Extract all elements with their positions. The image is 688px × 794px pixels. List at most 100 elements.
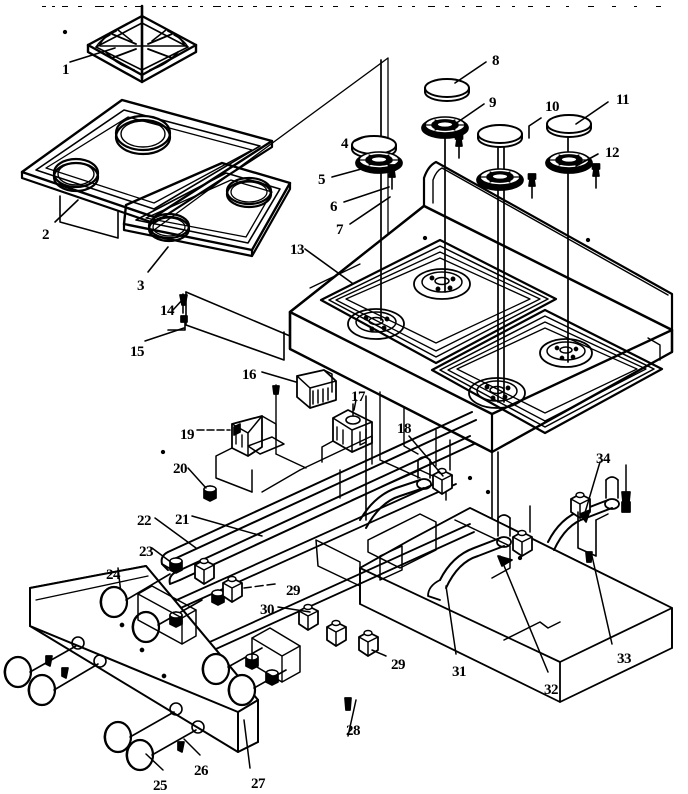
part-control-knob (3, 655, 33, 689)
leader-31 (445, 585, 457, 655)
leader-6 (343, 186, 390, 203)
callout-30: 30 (260, 602, 275, 618)
leader-32 (499, 555, 549, 673)
callout-23: 23 (139, 544, 154, 560)
callout-1: 1 (62, 62, 70, 78)
leader-33 (591, 555, 613, 645)
cropped-title-fragment (0, 0, 688, 7)
part-valve-coupling-nut (169, 557, 183, 574)
leader-29 (371, 649, 387, 657)
cooktop-burner-port (413, 268, 471, 300)
leader-16 (261, 371, 297, 383)
screw-14 (179, 294, 188, 306)
callout-21: 21 (175, 512, 190, 528)
part-burner-tube-connector (222, 575, 243, 603)
part-valve-nut (265, 669, 279, 686)
callout-19: 19 (180, 427, 195, 443)
callout-16: 16 (242, 367, 257, 383)
leader-29b (243, 583, 276, 589)
part-burner-head-center (476, 168, 524, 191)
leader-7 (349, 196, 391, 225)
projection-line-a (149, 57, 389, 234)
callout-17: 17 (351, 389, 366, 405)
cooktop-burner-port (468, 377, 526, 409)
leader-2 (54, 199, 79, 223)
callout-9: 9 (489, 95, 497, 111)
leader-9 (454, 103, 485, 125)
callout-20: 20 (173, 461, 188, 477)
part-tube-clamp (298, 603, 319, 631)
leader-28 (347, 699, 357, 737)
callout-31: 31 (452, 664, 467, 680)
callout-13: 13 (290, 242, 305, 258)
callout-18: 18 (397, 421, 412, 437)
leader-30 (277, 606, 311, 613)
callout-11: 11 (616, 92, 630, 108)
part-control-valve (131, 610, 161, 644)
leader-17 (353, 399, 357, 411)
part-burner-cap-large (424, 78, 470, 102)
leader-18 (408, 435, 444, 477)
part-control-valve (227, 673, 257, 707)
leader-26 (183, 738, 201, 756)
leader-1 (69, 47, 116, 63)
callout-26: 26 (194, 763, 209, 779)
part-bracket-screw-right (621, 464, 631, 513)
cooktop-burner-port (347, 308, 405, 340)
part-control-knob (103, 720, 133, 754)
callout-32: 32 (544, 682, 559, 698)
part-control-valve (201, 652, 231, 686)
leader-21 (191, 515, 263, 537)
leader-22 (154, 517, 197, 549)
leader-3 (147, 246, 169, 273)
callout-29: 29 (391, 657, 406, 673)
part-burner-tube-connector (358, 629, 379, 657)
callout-25: 25 (153, 778, 168, 794)
leader-27 (243, 719, 251, 769)
part-tube-bracket (432, 467, 453, 495)
leader-15 (144, 327, 185, 342)
part-burner-pan-right-front (122, 161, 292, 258)
callout-14: 14 (160, 303, 175, 319)
part-mounting-bracket-right (577, 511, 609, 563)
callout-3: 3 (137, 278, 145, 294)
part-cooktop-main-top (288, 160, 674, 454)
leader-25 (145, 753, 164, 771)
callout-6: 6 (330, 199, 338, 215)
callout-10: 10 (545, 99, 560, 115)
leader-8 (454, 61, 487, 84)
part-burner-feed-tube-lower (149, 475, 475, 669)
part-ignitor-switch-block (296, 369, 337, 409)
callout-7: 7 (336, 222, 344, 238)
leader-13 (304, 248, 353, 284)
part-control-valve (99, 585, 129, 619)
part-top-retaining-bracket (167, 291, 291, 361)
cooktop-burner-port (539, 338, 593, 368)
callout-5: 5 (318, 172, 326, 188)
leader-20 (187, 467, 207, 489)
callout-27: 27 (251, 776, 266, 792)
leader-4 (354, 136, 365, 142)
leader-10 (528, 117, 542, 139)
callout-2: 2 (42, 227, 50, 243)
leader-5 (331, 167, 366, 178)
part-spark-module-valve (321, 403, 373, 463)
part-burner-cap-center (477, 124, 523, 148)
callout-12: 12 (605, 145, 620, 161)
callout-22: 22 (137, 513, 152, 529)
callout-29: 29 (286, 583, 301, 599)
callout-4: 4 (341, 136, 349, 152)
leader-14 (172, 298, 184, 311)
part-burner-head-right (545, 151, 593, 174)
callout-28: 28 (346, 723, 361, 739)
callout-33: 33 (617, 651, 632, 667)
part-tube-clamp (326, 619, 347, 647)
part-burner-grate (86, 4, 198, 84)
callout-15: 15 (130, 344, 145, 360)
callout-34: 34 (596, 451, 611, 467)
callout-24: 24 (106, 567, 121, 583)
leader-12 (575, 153, 599, 167)
part-burner-supply-tube-center (427, 514, 512, 601)
